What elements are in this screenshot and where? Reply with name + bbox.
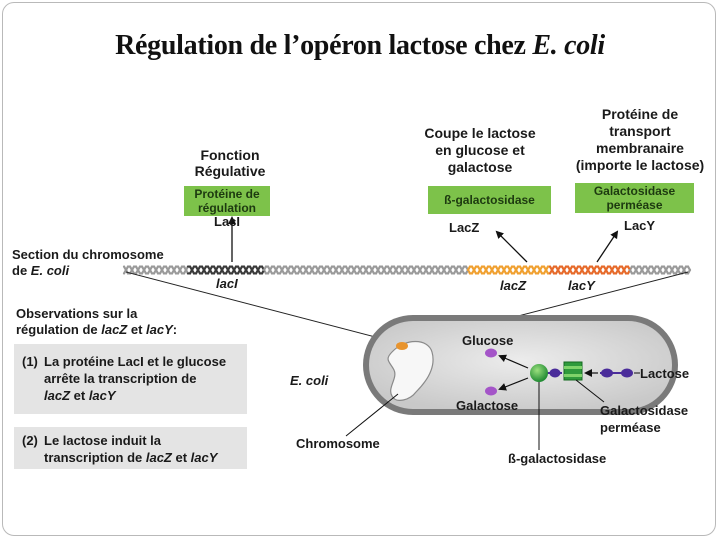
observation-1-line2: arrête la transcription de bbox=[44, 371, 197, 386]
glucose-arrow bbox=[498, 354, 529, 369]
observation-2-line2: transcription de lacZ et lacY bbox=[44, 450, 218, 465]
galactosidase-enzyme bbox=[530, 364, 548, 382]
cell-chromosome bbox=[387, 340, 434, 401]
regulation-protein-box: Protéine de régulation bbox=[184, 186, 270, 216]
cell-permease-label: Galactosidase perméase bbox=[600, 403, 689, 435]
chromosome-section-label: Section du chromosome de E. coli bbox=[12, 247, 164, 278]
chromosome-label: Chromosome bbox=[296, 436, 380, 451]
observation-2-line1: Le lactose induit la bbox=[44, 433, 162, 448]
cell-ecoli-label: E. coli bbox=[290, 373, 329, 388]
lacZ-arrow bbox=[495, 230, 528, 263]
lactose-outside bbox=[600, 368, 633, 378]
observation-box-2: (2) Le lactose induit la transcription d… bbox=[14, 427, 247, 469]
lacz-gene-label: lacZ bbox=[500, 278, 527, 293]
galactose-molecule bbox=[485, 386, 497, 396]
chromosome-pointer bbox=[345, 393, 399, 437]
lacY-arrow bbox=[596, 230, 619, 263]
page-title: Régulation de l’opéron lactose chez E. c… bbox=[115, 30, 605, 61]
permease-icon bbox=[563, 361, 583, 381]
laci-protein-label: LacI bbox=[214, 214, 241, 229]
permease-pointer bbox=[575, 379, 605, 403]
fonction-regulative-label: Fonction Régulative bbox=[194, 147, 266, 179]
observation-box-1: (1) La protéine LacI et le glucose arrêt… bbox=[14, 344, 247, 414]
lacy-protein-label: LacY bbox=[624, 218, 656, 233]
coupe-lactose-label: Coupe le lactose en glucose et galactose bbox=[424, 125, 536, 175]
observation-2-num: (2) bbox=[22, 433, 38, 448]
glucose-label: Glucose bbox=[462, 333, 514, 348]
chromosome-helix bbox=[122, 265, 692, 275]
galactosidase-box: ß-galactosidase bbox=[428, 186, 551, 214]
observations-title: Observations sur la régulation de lacZ e… bbox=[16, 306, 178, 337]
observation-1-line1: La protéine LacI et le glucose bbox=[44, 354, 227, 369]
permease-box: Galactosidase perméase bbox=[575, 183, 694, 213]
zoom-line-left bbox=[125, 271, 407, 346]
proteine-transport-label: Protéine de transport membranaire (impor… bbox=[575, 106, 705, 173]
observation-1-line3: lacZ et lacY bbox=[44, 388, 116, 403]
lacy-gene-label: lacY bbox=[568, 278, 595, 293]
lacz-protein-label: LacZ bbox=[449, 220, 480, 235]
operon-spot bbox=[396, 342, 408, 350]
cell-galactosidase-label: ß-galactosidase bbox=[508, 451, 607, 466]
observation-1-num: (1) bbox=[22, 354, 38, 369]
laci-gene-label: lacI bbox=[216, 276, 238, 291]
lactose-label: Lactose bbox=[640, 366, 690, 381]
glucose-molecule bbox=[485, 348, 497, 358]
galactose-arrow bbox=[498, 377, 529, 391]
galactose-label: Galactose bbox=[456, 398, 519, 413]
